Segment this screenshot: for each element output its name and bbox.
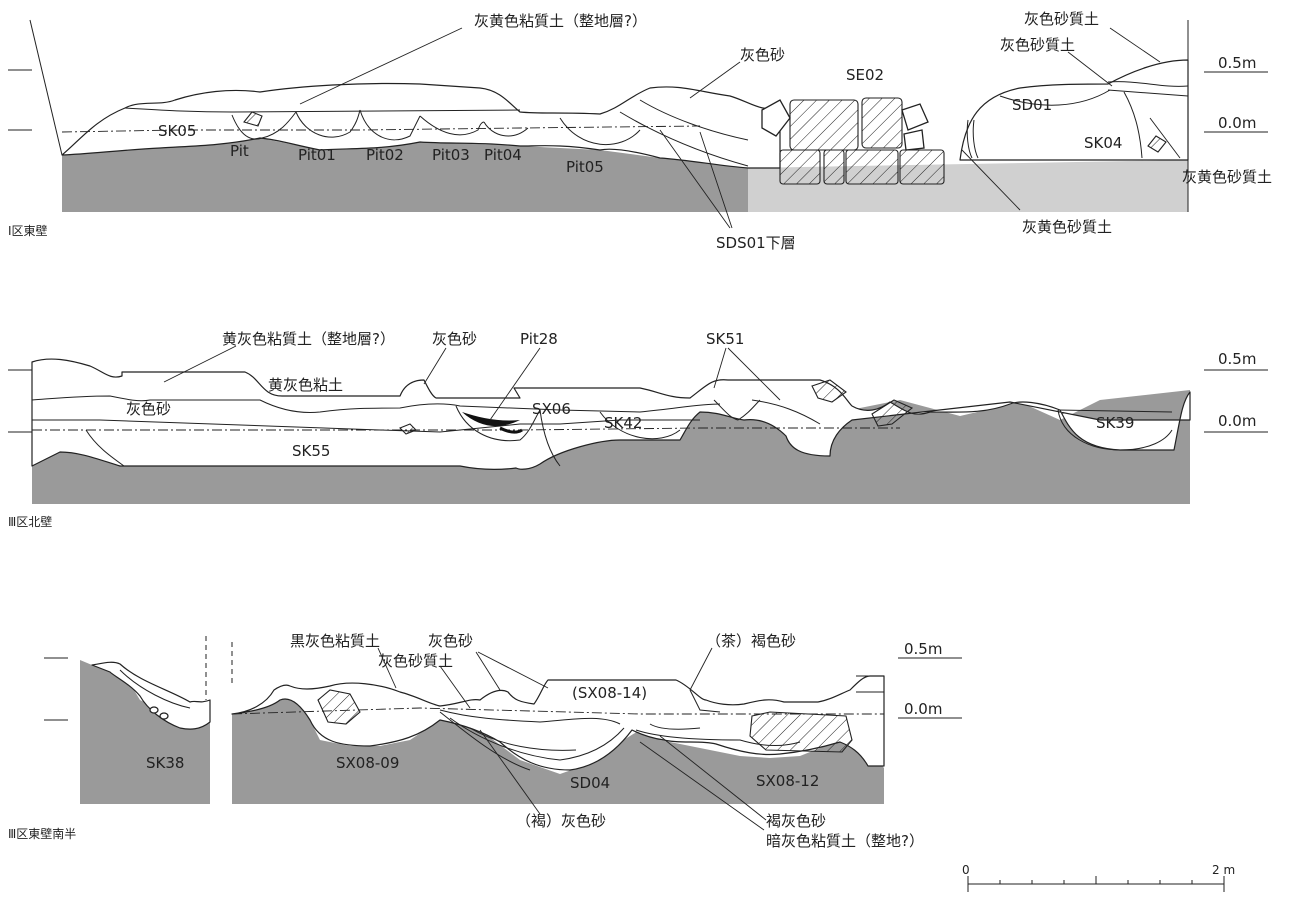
- scale-bar-start: 0: [962, 863, 970, 877]
- scale-p1-top: 0.5m: [1218, 54, 1256, 72]
- label-p1-7: Pit01: [298, 146, 336, 164]
- label-p1-8: Pit02: [366, 146, 404, 164]
- panel-3-left-subsoil: [80, 660, 210, 804]
- panel-3-section: [80, 636, 885, 804]
- caption-panel-2: Ⅲ区北壁: [8, 514, 52, 529]
- label-p3-5: SK38: [146, 754, 184, 772]
- scale-p3-bottom: 0.0m: [904, 700, 942, 718]
- label-p1-11: Pit05: [566, 158, 604, 176]
- label-p1-1: 灰色砂: [740, 46, 785, 64]
- panel-3-fill: [231, 675, 885, 771]
- label-p1-2: SE02: [846, 66, 884, 84]
- label-p2-8: SK55: [292, 442, 330, 460]
- label-p1-3: 灰色砂質土: [1024, 10, 1099, 28]
- panel-1-section: [29, 19, 1189, 212]
- scale-p2-top: 0.5m: [1218, 350, 1256, 368]
- label-p3-4: (SX08-14): [572, 684, 647, 702]
- label-p3-3: （茶）褐色砂: [706, 632, 796, 650]
- scale-p1-bottom: 0.0m: [1218, 114, 1256, 132]
- label-p1-13: SK04: [1084, 134, 1122, 152]
- panel-2-leaders: [163, 345, 781, 421]
- label-p1-16: SDS01下層: [716, 234, 796, 252]
- label-p1-14: 灰黄色砂質土: [1182, 168, 1272, 186]
- scale-bar: [967, 876, 1225, 892]
- label-p2-0: 黄灰色粘質土（整地層?）: [222, 330, 395, 348]
- label-p3-2: 灰色砂質土: [378, 652, 453, 670]
- label-p1-9: Pit03: [432, 146, 470, 164]
- label-p2-4: 黄灰色粘土: [268, 376, 343, 394]
- panel-3-subsoil: [232, 688, 884, 804]
- label-p1-5: SK05: [158, 122, 196, 140]
- label-p3-8: SX08-12: [756, 772, 819, 790]
- scale-bar-end: 2 m: [1212, 863, 1235, 877]
- label-p2-3: SK51: [706, 330, 744, 348]
- panel-2-fill: [31, 358, 1191, 470]
- label-p1-12: SD01: [1012, 96, 1052, 114]
- caption-panel-1: Ⅰ区東壁: [8, 223, 48, 238]
- label-p2-9: SK39: [1096, 414, 1134, 432]
- label-p1-10: Pit04: [484, 146, 522, 164]
- label-p3-9: （褐）灰色砂: [516, 812, 606, 830]
- caption-panel-3: Ⅲ区東壁南半: [8, 826, 76, 841]
- label-p3-10: 褐灰色砂: [766, 812, 826, 830]
- label-p3-1: 灰色砂: [428, 632, 473, 650]
- panel-1-leaders: [299, 27, 1181, 229]
- label-p3-7: SD04: [570, 774, 610, 792]
- panel-2-subsoil: [32, 390, 1190, 504]
- label-p2-1: 灰色砂: [432, 330, 477, 348]
- scale-p2-bottom: 0.0m: [1218, 412, 1256, 430]
- panel-2-section: [31, 358, 1191, 504]
- label-p2-5: 灰色砂: [126, 400, 171, 418]
- label-p1-0: 灰黄色粘質土（整地層?）: [474, 12, 647, 30]
- label-p1-4: 灰色砂質土: [1000, 36, 1075, 54]
- label-p3-6: SX08-09: [336, 754, 399, 772]
- label-p2-7: SK42: [604, 414, 642, 432]
- label-p1-6: Pit: [230, 142, 249, 160]
- label-p3-0: 黒灰色粘質土: [290, 632, 380, 650]
- label-p2-2: Pit28: [520, 330, 558, 348]
- label-p2-6: SX06: [532, 400, 571, 418]
- panel-1-right-fill: [959, 59, 1189, 161]
- elevation-ticks: [8, 69, 1268, 721]
- label-p3-11: 暗灰色粘質土（整地?）: [766, 832, 924, 850]
- scale-p3-top: 0.5m: [904, 640, 942, 658]
- panel-3-leaders: [377, 647, 767, 831]
- label-p1-15: 灰黄色砂質土: [1022, 218, 1112, 236]
- panel-1-subsoil: [62, 138, 748, 212]
